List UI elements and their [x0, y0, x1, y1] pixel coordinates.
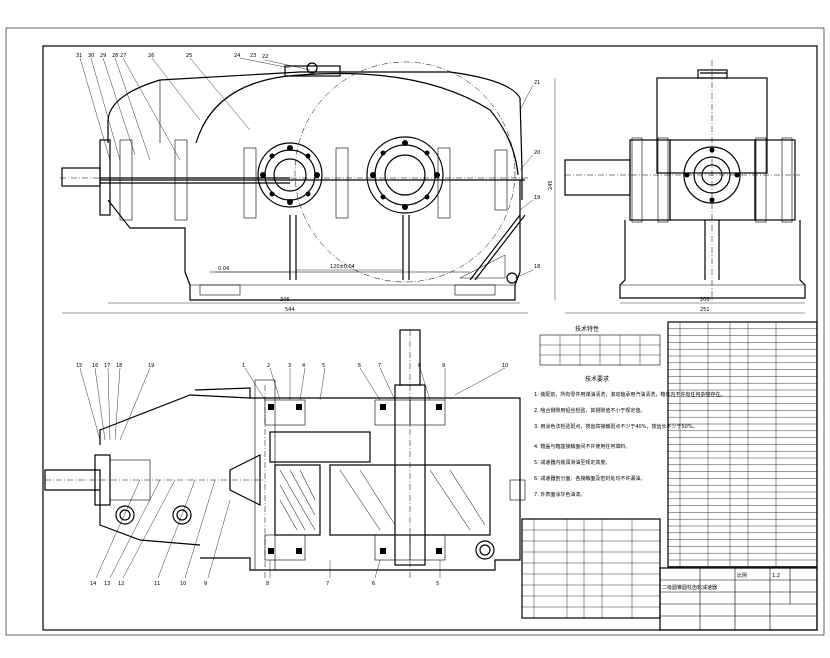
- lower-parts-list: [521, 518, 661, 619]
- svg-text:120±0.04: 120±0.04: [330, 264, 355, 270]
- svg-text:27: 27: [120, 53, 126, 59]
- svg-text:15: 15: [76, 363, 82, 369]
- svg-text:200: 200: [700, 297, 710, 303]
- svg-text:18: 18: [116, 363, 122, 369]
- svg-text:6: 6: [372, 581, 375, 587]
- svg-text:10: 10: [180, 581, 186, 587]
- svg-text:17: 17: [104, 363, 110, 369]
- svg-text:12: 12: [118, 581, 124, 587]
- svg-text:2: 2: [267, 363, 270, 369]
- svg-text:6: 6: [358, 363, 361, 369]
- sheet-border: [5, 27, 825, 636]
- requirement-1: 1. 装配前，所有零件用煤油清洗，滚动轴承用汽油清洗，箱体内不许有任何杂物存在。: [534, 391, 725, 398]
- svg-text:16: 16: [92, 363, 98, 369]
- svg-text:28: 28: [112, 53, 118, 59]
- plan-view: 15 16 17 18 19 1 2 3 4 5 6 7 8 9 10 14 13 12 11 10 9 8…: [44, 329, 526, 587]
- tech-requirements: 技术要求 1. 装配前，所有零件用煤油清洗，滚动轴承用汽油清洗，箱体内不许有任何…: [534, 375, 725, 498]
- drawing-name: 二级圆锥圆柱齿轮减速器: [662, 584, 717, 591]
- requirement-4: 4. 箱盖与箱座接触面间不许使用任何填料。: [534, 443, 630, 450]
- svg-text:23: 23: [250, 53, 256, 59]
- requirement-7: 7. 外表面涂灰色油漆。: [534, 491, 585, 498]
- svg-text:544: 544: [285, 307, 295, 313]
- svg-text:31: 31: [76, 53, 82, 59]
- svg-text:19: 19: [148, 363, 154, 369]
- requirement-6: 6. 减速器剖分面、各接触面及密封处均不许漏油。: [534, 475, 645, 482]
- requirement-3: 3. 用涂色法检验斑点，按齿高接触斑点不少于40%，按齿长不少于50%。: [534, 423, 698, 430]
- tech-characteristics-table: 技术特性: [539, 325, 661, 366]
- svg-text:0.04: 0.04: [218, 266, 229, 272]
- svg-text:24: 24: [234, 53, 240, 59]
- scale-value: 1:2: [772, 573, 780, 579]
- svg-text:5: 5: [436, 581, 439, 587]
- svg-text:13: 13: [104, 581, 110, 587]
- tech-characteristics-heading: 技术特性: [575, 325, 599, 333]
- svg-text:14: 14: [90, 581, 96, 587]
- side-view: 200 251 245: [548, 60, 806, 314]
- svg-text:26: 26: [148, 53, 154, 59]
- tech-requirements-heading: 技术要求: [585, 375, 609, 383]
- title-block: 二级圆锥圆柱齿轮减速器 比例 1:2: [659, 567, 818, 631]
- requirement-2: 2. 啮合侧隙用铅丝检验，其侧隙值不小于规定值。: [534, 407, 645, 414]
- svg-text:9: 9: [442, 363, 445, 369]
- svg-text:29: 29: [100, 53, 106, 59]
- parts-list: [667, 321, 818, 568]
- svg-text:25: 25: [186, 53, 192, 59]
- svg-text:10: 10: [502, 363, 508, 369]
- svg-text:21: 21: [534, 80, 540, 86]
- svg-text:19: 19: [534, 195, 540, 201]
- requirement-5: 5. 减速器内装润滑油至规定高度。: [534, 459, 610, 466]
- svg-text:11: 11: [154, 581, 160, 587]
- svg-text:346: 346: [280, 297, 290, 303]
- svg-text:1: 1: [242, 363, 245, 369]
- svg-text:8: 8: [266, 581, 269, 587]
- svg-text:20: 20: [534, 150, 540, 156]
- svg-text:8: 8: [418, 363, 421, 369]
- svg-text:7: 7: [378, 363, 381, 369]
- svg-text:251: 251: [700, 307, 710, 313]
- svg-text:22: 22: [262, 54, 268, 60]
- svg-text:18: 18: [534, 264, 540, 270]
- svg-text:4: 4: [302, 363, 305, 369]
- svg-text:7: 7: [326, 581, 329, 587]
- svg-text:3: 3: [288, 363, 291, 369]
- svg-text:9: 9: [204, 581, 207, 587]
- svg-text:245: 245: [548, 180, 554, 190]
- svg-text:5: 5: [322, 363, 325, 369]
- svg-text:30: 30: [88, 53, 94, 59]
- scale-label: 比例: [737, 572, 747, 579]
